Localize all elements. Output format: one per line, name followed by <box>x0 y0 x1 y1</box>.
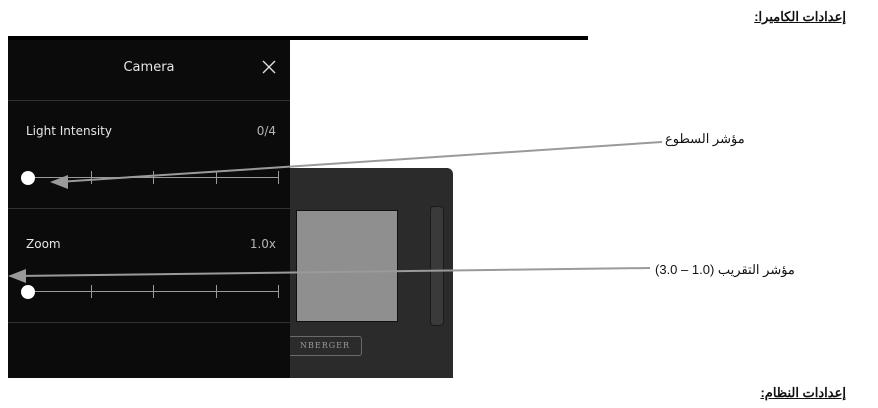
slider-tick <box>278 285 279 298</box>
close-button[interactable] <box>260 58 278 76</box>
camera-settings-heading: إعدادات الكاميرا: <box>754 9 846 24</box>
zoom-callout: مؤشر التقريب (1.0 – 3.0) <box>655 262 795 277</box>
brightness-callout: مؤشر السطوع <box>665 131 745 146</box>
slider-tick <box>215 285 217 298</box>
slider-tick <box>153 285 154 298</box>
zoom-value: 1.0x <box>249 237 276 251</box>
light-intensity-label: Light Intensity <box>26 124 112 138</box>
zoom-slider[interactable] <box>21 282 279 302</box>
divider <box>8 322 290 323</box>
device-side-buttons <box>430 206 444 326</box>
slider-tick <box>90 285 92 298</box>
slider-tick <box>153 171 154 184</box>
close-icon <box>262 60 276 74</box>
camera-screenshot: NBERGER Camera Light Intensity 0/4 Zoom … <box>8 36 588 378</box>
light-intensity-value: 0/4 <box>256 124 276 138</box>
light-intensity-slider[interactable] <box>21 168 279 188</box>
slider-tick <box>215 171 217 184</box>
system-settings-heading: إعدادات النظام: <box>760 385 846 400</box>
camera-panel: Camera Light Intensity 0/4 Zoom 1.0x <box>8 40 290 378</box>
slider-knob[interactable] <box>21 285 35 299</box>
device-image: NBERGER <box>278 168 453 378</box>
zoom-label: Zoom <box>26 237 61 251</box>
slider-tick <box>90 171 92 184</box>
panel-title: Camera <box>123 60 175 75</box>
slider-knob[interactable] <box>21 171 35 185</box>
slider-tick <box>278 171 279 184</box>
device-screen <box>296 210 398 322</box>
divider <box>8 208 290 209</box>
divider <box>8 100 290 101</box>
device-brand-label: NBERGER <box>288 336 362 356</box>
